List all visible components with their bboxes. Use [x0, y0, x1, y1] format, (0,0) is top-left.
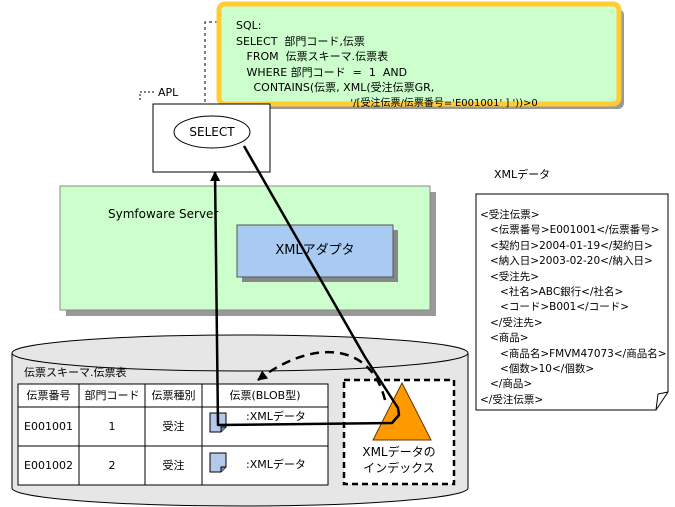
- xml-line: <受注先>: [480, 270, 540, 283]
- xml-line: <商品>: [480, 332, 529, 345]
- select-ellipse: [173, 115, 251, 149]
- xml-document: [475, 193, 669, 411]
- db-cylinder-top-rim: [11, 352, 469, 372]
- xml-line: </受注伝票>: [480, 393, 544, 406]
- table-cell: 受注: [162, 420, 185, 433]
- xml-text-block: <受注伝票> <伝票番号>E001001</伝票番号> <契約日>2004-01…: [480, 208, 667, 408]
- table-grid: [17, 383, 329, 486]
- apl-label: APL: [158, 86, 179, 99]
- xml-document-fold: [655, 391, 669, 411]
- table-cell: :XMLデータ: [246, 410, 306, 423]
- sql-line: CONTAINS(伝票, XML(受注伝票GR,: [236, 81, 435, 94]
- document-icon: [209, 452, 227, 473]
- xml-line: <受注伝票>: [480, 209, 540, 221]
- xml-line: <コード>B001</コード>: [480, 301, 629, 314]
- table-cell: E001001: [24, 420, 73, 433]
- xml-line: </商品>: [480, 378, 533, 391]
- sql-line: FROM 伝票スキーマ.伝票表: [236, 50, 389, 63]
- table-cell: E001002: [24, 459, 73, 472]
- sql-line: WHERE 部門コード = 1 AND: [236, 65, 408, 79]
- table-header-cell: 伝票種別: [151, 389, 196, 402]
- sql-line: SQL:: [236, 19, 262, 32]
- server-label: Symfoware Server: [108, 207, 219, 221]
- sql-line: '/[受注伝票/伝票番号='E001001' ] '))>0: [236, 97, 538, 109]
- table-header-cell: 伝票番号: [26, 389, 71, 402]
- xml-line: <伝票番号>E001001</伝票番号>: [480, 224, 660, 237]
- xml-line: <商品名>FMVM47073</商品名>: [480, 347, 667, 360]
- index-label-line1: XMLデータの: [362, 445, 436, 459]
- table-header-cell: 伝票(BLOB型): [229, 389, 301, 402]
- sql-box: [216, 1, 622, 107]
- xml-line: </受注先>: [480, 316, 543, 329]
- xml-line: <個数>10</個数>: [480, 363, 595, 376]
- xml-line: <契約日>2004-01-19</契約日>: [480, 239, 653, 252]
- sql-text-block: SQL: SELECT 部門コード,伝票 FROM 伝票スキーマ.伝票表 WHE…: [236, 18, 538, 111]
- table-cell: 2: [108, 459, 116, 472]
- adapter-label: XMLアダプタ: [275, 243, 355, 258]
- apl-connector-line: [139, 91, 155, 100]
- table-header-cell: 部門コード: [84, 389, 140, 402]
- xml-doc-title: XMLデータ: [494, 168, 551, 181]
- table-cell: :XMLデータ: [246, 458, 306, 471]
- xml-line: <納入日>2003-02-20</納入日>: [480, 255, 653, 268]
- sql-line: SELECT 部門コード,伝票: [236, 34, 365, 48]
- table-cell: 1: [108, 420, 116, 433]
- select-label: SELECT: [189, 125, 235, 139]
- index-to-table-arrow: [257, 350, 387, 401]
- table-title: 伝票スキーマ.伝票表: [24, 366, 127, 379]
- xml-line: <社名>ABC銀行</社名>: [480, 286, 624, 299]
- table-cell: 受注: [162, 459, 185, 472]
- flow-line: [210, 145, 401, 427]
- sql-connector-line: [204, 21, 218, 108]
- index-triangle: [372, 381, 432, 441]
- index-label-line2: インデックス: [363, 461, 435, 475]
